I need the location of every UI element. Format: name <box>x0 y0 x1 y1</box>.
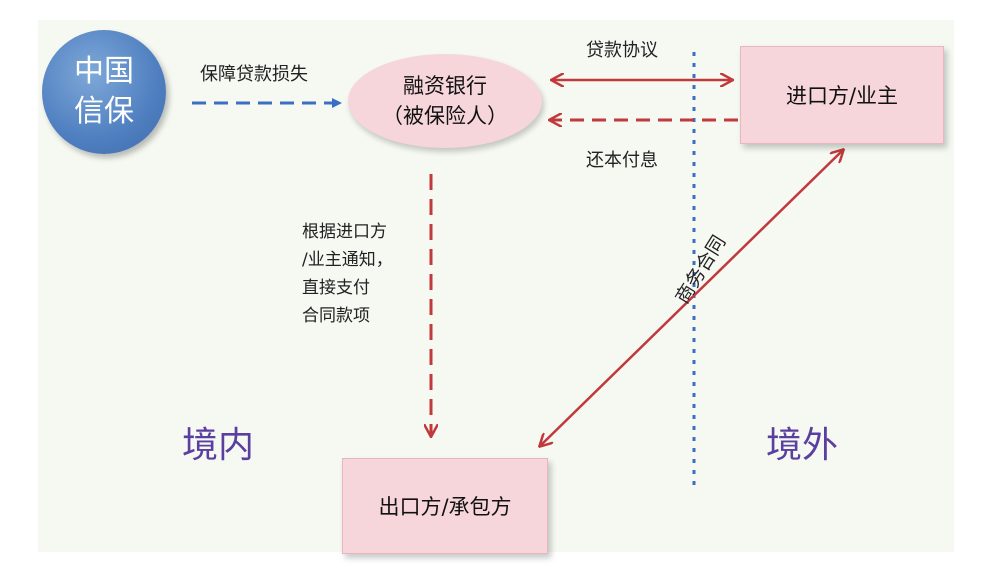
overseas-region-label: 境外 <box>766 425 839 466</box>
repayment-label: 还本付息 <box>586 150 658 171</box>
payment-label-line3: 直接支付 <box>302 278 370 298</box>
importer-label: 进口方/业主 <box>785 84 899 108</box>
bank-label-line2: （被保险人） <box>382 104 508 128</box>
commercial-contract-arrow <box>540 150 843 446</box>
loan-agreement-label: 贷款协议 <box>586 40 658 61</box>
guarantee-label: 保障贷款损失 <box>200 64 308 85</box>
bank-label-line1: 融资银行 <box>403 74 487 98</box>
importer-node: 进口方/业主 <box>740 46 944 144</box>
bank-node: 融资银行 （被保险人） <box>348 54 542 148</box>
exporter-node: 出口方/承包方 <box>342 458 548 554</box>
insurer-label: 中国 信保 <box>74 54 134 129</box>
payment-label-line4: 合同款项 <box>302 306 370 326</box>
payment-label-line1: 根据进口方 <box>302 222 387 242</box>
exporter-label: 出口方/承包方 <box>378 495 512 519</box>
payment-label-line2: /业主通知， <box>302 250 393 270</box>
payment-label: 根据进口方 /业主通知， 直接支付 合同款项 <box>302 218 393 330</box>
domestic-region-label: 境内 <box>182 425 255 466</box>
insurer-node: 中国 信保 <box>42 30 166 154</box>
